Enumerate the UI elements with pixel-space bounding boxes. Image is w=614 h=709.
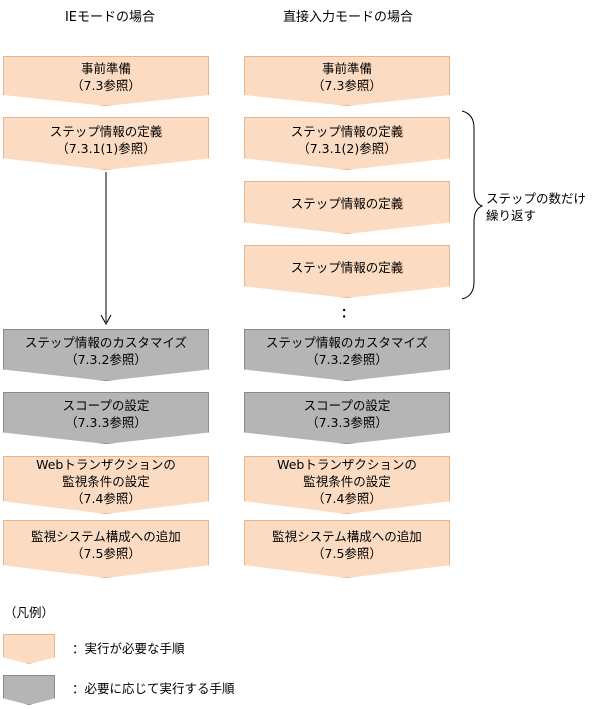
direct-step-define-3: ステップ情報の定義	[244, 245, 450, 298]
ie-step-define: ステップ情報の定義 （7.3.1(1)参照）	[3, 117, 209, 170]
step-line: （7.3参照）	[312, 78, 382, 93]
legend-swatch-required	[3, 634, 55, 664]
step-line: （7.3.1(2)参照）	[297, 140, 397, 156]
ie-step-prep: 事前準備 （7.3参照）	[3, 56, 209, 106]
step-line: ステップ情報の定義	[290, 260, 404, 275]
direct-step-add-system: 監視システム構成への追加 （7.5参照）	[244, 520, 450, 578]
ie-step-monitoring: Webトランザクションの 監視条件の設定 （7.4参照）	[3, 456, 209, 514]
step-line: 事前準備	[80, 61, 131, 76]
repeat-note-line1: ステップの数だけ	[486, 191, 587, 206]
direct-step-define-1: ステップ情報の定義 （7.3.1(2)参照）	[244, 117, 450, 170]
step-line: ステップ情報の定義	[290, 196, 404, 211]
direct-step-monitoring: Webトランザクションの 監視条件の設定 （7.4参照）	[244, 456, 450, 514]
step-line: 事前準備	[321, 61, 372, 76]
step-line: ステップ情報のカスタマイズ	[24, 335, 188, 350]
legend-title: （凡例）	[4, 605, 55, 620]
column-title-ie: IEモードの場合	[64, 10, 156, 25]
step-line: ステップ情報の定義	[290, 123, 404, 139]
direct-step-define-2: ステップ情報の定義	[244, 181, 450, 234]
step-line: （7.3.1(1)参照）	[56, 140, 156, 156]
ie-arrow-head	[100, 314, 112, 326]
step-line: ステップ情報の定義	[49, 123, 163, 139]
repeat-note-line2: 繰り返す	[486, 208, 537, 223]
step-line: ステップ情報のカスタマイズ	[265, 335, 429, 350]
legend-label-optional: ：必要に応じて実行する手順	[72, 681, 235, 696]
direct-step-customize: ステップ情報のカスタマイズ （7.3.2参照）	[244, 329, 450, 381]
step-line: Webトランザクションの	[277, 456, 417, 472]
legend-label-required: ：実行が必要な手順	[72, 641, 185, 656]
step-line: Webトランザクションの	[36, 456, 176, 472]
ie-step-add-system: 監視システム構成への追加 （7.5参照）	[3, 520, 209, 578]
step-line: （7.4参照）	[71, 490, 141, 506]
legend-swatch-optional	[3, 675, 55, 705]
step-line: スコープの設定	[62, 398, 150, 413]
step-line: スコープの設定	[303, 398, 391, 413]
step-line: （7.3.3参照）	[65, 415, 147, 430]
ie-step-customize: ステップ情報のカスタマイズ （7.3.2参照）	[3, 329, 209, 381]
ie-step-scope: スコープの設定 （7.3.3参照）	[3, 392, 209, 444]
step-line: （7.4参照）	[312, 490, 382, 506]
step-line: （7.3.2参照）	[306, 352, 388, 367]
step-line: （7.5参照）	[312, 546, 382, 561]
repeat-note: ステップの数だけ 繰り返す	[486, 190, 586, 224]
direct-step-scope: スコープの設定 （7.3.3参照）	[244, 392, 450, 444]
step-line: （7.3.3参照）	[306, 415, 388, 430]
step-line: 監視システム構成への追加	[31, 529, 181, 544]
step-line: 監視システム構成への追加	[272, 529, 422, 544]
column-title-direct: 直接入力モードの場合	[282, 10, 413, 25]
direct-ellipsis: ：	[341, 305, 354, 320]
repeat-brace	[461, 110, 484, 300]
step-line: 監視条件の設定	[303, 473, 391, 489]
step-line: （7.3.2参照）	[65, 352, 147, 367]
step-line: （7.3参照）	[71, 78, 141, 93]
step-line: （7.5参照）	[71, 546, 141, 561]
step-line: 監視条件の設定	[62, 473, 150, 489]
direct-step-prep: 事前準備 （7.3参照）	[244, 56, 450, 106]
